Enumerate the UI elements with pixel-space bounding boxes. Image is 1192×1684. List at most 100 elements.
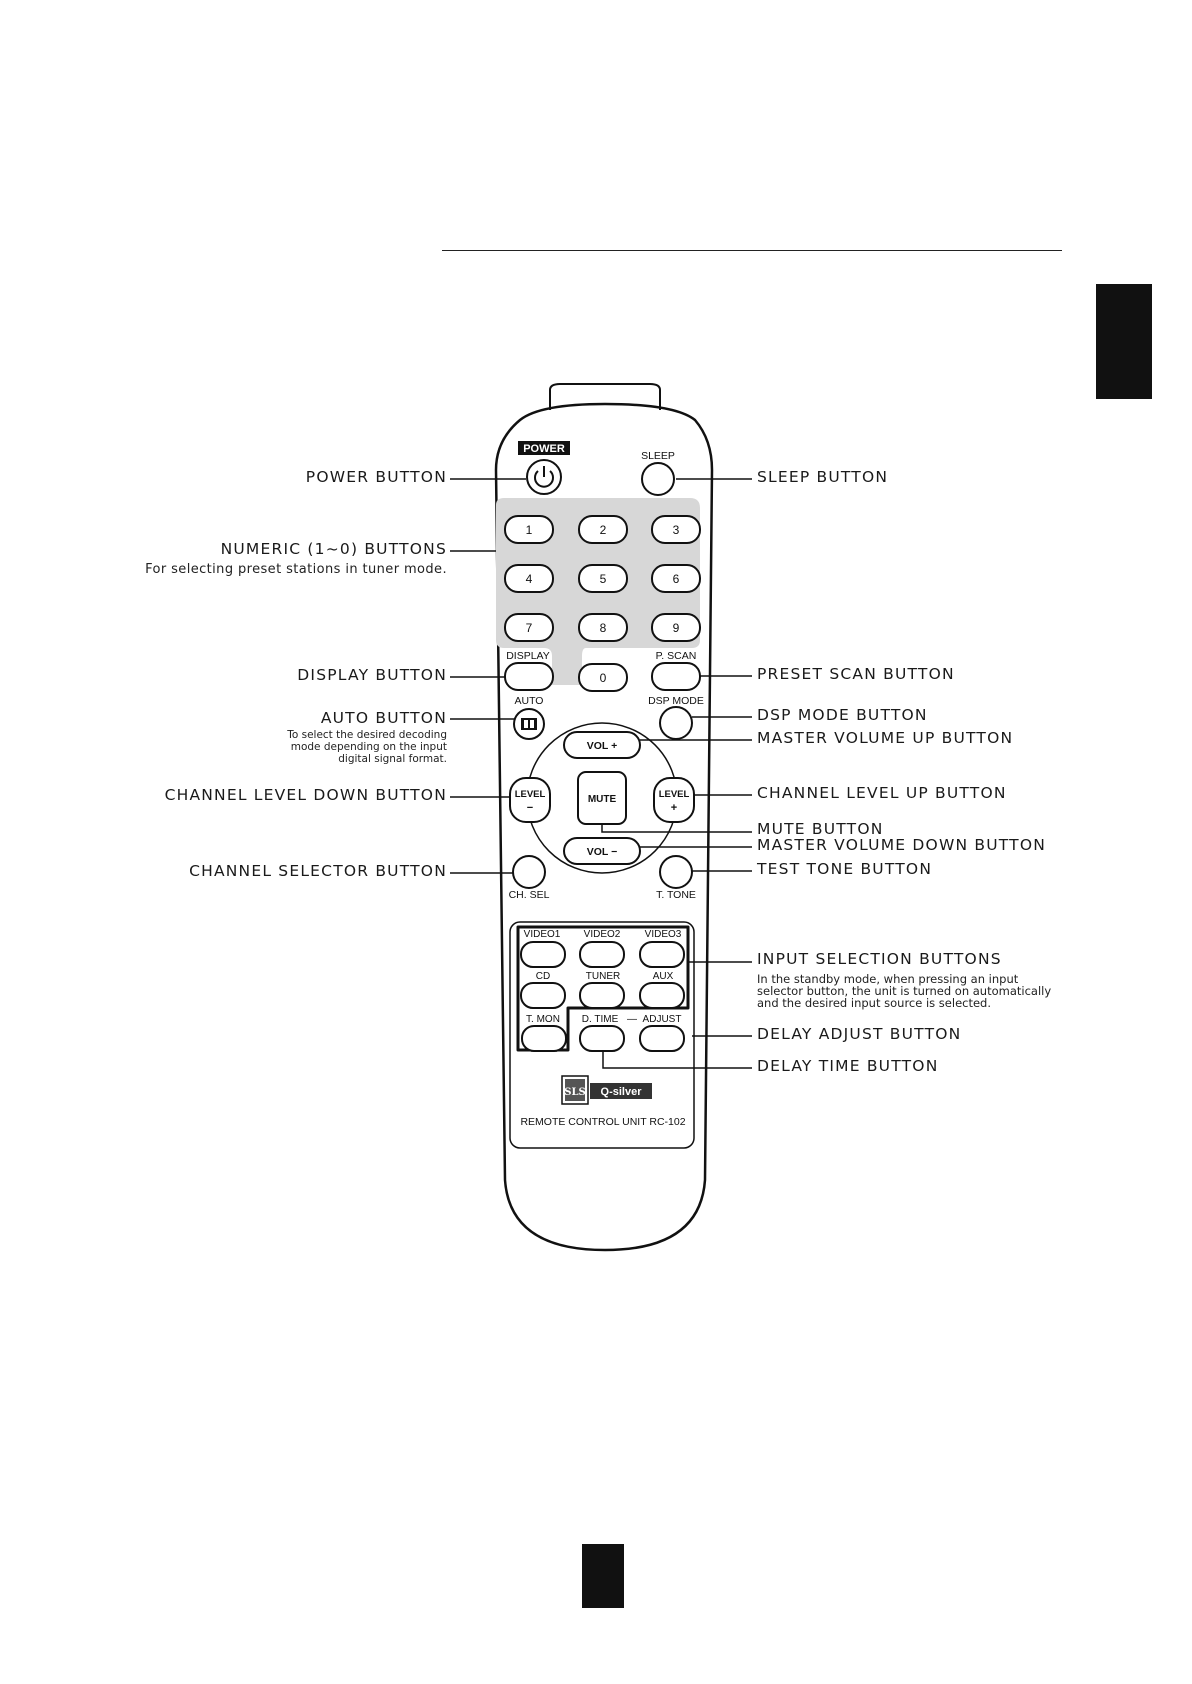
- sleep-label: SLEEP: [641, 450, 675, 462]
- mute-label: MUTE: [588, 794, 617, 805]
- vol-up-label: VOL +: [587, 740, 617, 752]
- label-input-selection: INPUT SELECTION BUTTONS: [757, 950, 1002, 968]
- dsp-mode-button[interactable]: [659, 706, 693, 740]
- number-label-6: 6: [673, 572, 680, 586]
- number-button-6[interactable]: [651, 564, 701, 593]
- number-button-9[interactable]: [651, 613, 701, 642]
- ch-sel-label: CH. SEL: [509, 889, 550, 901]
- label-numeric-sub: For selecting preset stations in tuner m…: [145, 562, 447, 577]
- label-ch-selector: CHANNEL SELECTOR BUTTON: [189, 862, 447, 880]
- number-button-0[interactable]: [578, 663, 628, 692]
- cd-label: CD: [536, 971, 550, 982]
- input-group-outline: [516, 925, 690, 1052]
- number-button-5[interactable]: [578, 564, 628, 593]
- header-rule: [442, 250, 1062, 251]
- label-dsp-mode: DSP MODE BUTTON: [757, 706, 928, 724]
- vol-down-button[interactable]: [563, 837, 641, 865]
- level-down-sign: −: [527, 802, 533, 814]
- d-time-dash: —: [627, 1014, 637, 1025]
- aux-label: AUX: [653, 971, 674, 982]
- label-input-sub-1: In the standby mode, when pressing an in…: [757, 972, 1019, 986]
- p-scan-button[interactable]: [651, 662, 701, 691]
- number-label-5: 5: [600, 572, 607, 586]
- dolby-icon: [521, 718, 537, 730]
- number-button-3[interactable]: [651, 515, 701, 544]
- level-up-sign: +: [671, 802, 677, 814]
- p-scan-label: P. SCAN: [656, 650, 697, 662]
- number-button-7[interactable]: [504, 613, 554, 642]
- video2-button[interactable]: [579, 941, 625, 968]
- adjust-label: ADJUST: [643, 1014, 682, 1025]
- t-mon-label: T. MON: [526, 1014, 560, 1025]
- leader-lines: [450, 478, 752, 1069]
- level-up-button[interactable]: [653, 777, 695, 823]
- model-name: REMOTE CONTROL UNIT RC-102: [520, 1116, 685, 1128]
- label-ch-level-down: CHANNEL LEVEL DOWN BUTTON: [164, 786, 447, 804]
- label-test-tone: TEST TONE BUTTON: [757, 860, 933, 878]
- label-numeric: NUMERIC (1~0) BUTTONS: [220, 540, 447, 558]
- level-up-label: LEVEL: [659, 789, 690, 800]
- power-badge: POWER: [523, 443, 565, 455]
- tuner-label: TUNER: [586, 971, 620, 982]
- page-number-block: [582, 1544, 624, 1608]
- label-master-vol-down: MASTER VOLUME DOWN BUTTON: [757, 836, 1047, 854]
- label-sleep: SLEEP BUTTON: [757, 468, 889, 486]
- number-button-2[interactable]: [578, 515, 628, 544]
- number-label-7: 7: [526, 621, 533, 635]
- number-button-1[interactable]: [504, 515, 554, 544]
- label-auto-sub-2: mode depending on the input: [290, 741, 447, 753]
- vol-up-button[interactable]: [563, 731, 641, 759]
- power-badge-bg: [518, 441, 570, 455]
- video3-button[interactable]: [639, 941, 685, 968]
- display-label: DISPLAY: [506, 650, 550, 662]
- brand-logo: SLS Q-silver: [561, 1075, 652, 1105]
- number-label-3: 3: [673, 523, 680, 537]
- t-tone-label: T. TONE: [656, 889, 696, 901]
- number-label-8: 8: [600, 621, 607, 635]
- label-display: DISPLAY BUTTON: [297, 666, 447, 684]
- label-power: POWER BUTTON: [305, 468, 447, 486]
- adjust-button[interactable]: [639, 1025, 685, 1052]
- aux-button[interactable]: [639, 982, 685, 1009]
- number-label-0: 0: [600, 671, 607, 685]
- level-down-label: LEVEL: [515, 789, 546, 800]
- label-delay-adjust: DELAY ADJUST BUTTON: [757, 1025, 962, 1043]
- d-time-label: D. TIME: [582, 1014, 619, 1025]
- cd-button[interactable]: [520, 982, 566, 1009]
- brand-logo-text-2: Q-silver: [601, 1086, 643, 1098]
- label-auto-sub-3: digital signal format.: [338, 753, 447, 765]
- label-master-vol-up: MASTER VOLUME UP BUTTON: [757, 729, 1014, 747]
- number-label-9: 9: [673, 621, 680, 635]
- number-label-2: 2: [600, 523, 607, 537]
- number-buttons: 1 2 3 4 5 6 7 8 9 0: [504, 515, 701, 692]
- t-mon-button[interactable]: [521, 1025, 567, 1052]
- dsp-mode-label: DSP MODE: [648, 695, 704, 707]
- brand-logo-text: SLS: [564, 1087, 585, 1098]
- sleep-button[interactable]: [641, 462, 675, 496]
- auto-label: AUTO: [515, 695, 544, 707]
- vol-down-label: VOL −: [587, 846, 617, 858]
- video2-label: VIDEO2: [584, 929, 621, 940]
- label-input-sub-2: selector button, the unit is turned on a…: [757, 984, 1052, 998]
- number-label-1: 1: [526, 523, 533, 537]
- label-auto-sub-1: To select the desired decoding: [287, 729, 447, 741]
- label-preset-scan: PRESET SCAN BUTTON: [757, 665, 955, 683]
- number-button-8[interactable]: [578, 613, 628, 642]
- t-tone-button[interactable]: [659, 855, 693, 889]
- display-button[interactable]: [504, 662, 554, 691]
- power-icon: [534, 466, 554, 488]
- ch-sel-button[interactable]: [512, 855, 546, 889]
- number-button-4[interactable]: [504, 564, 554, 593]
- label-delay-time: DELAY TIME BUTTON: [757, 1057, 939, 1075]
- label-auto: AUTO BUTTON: [320, 709, 447, 727]
- video1-label: VIDEO1: [524, 929, 561, 940]
- d-time-button[interactable]: [579, 1025, 625, 1052]
- number-label-4: 4: [526, 572, 533, 586]
- level-down-button[interactable]: [509, 777, 551, 823]
- video1-button[interactable]: [520, 941, 566, 968]
- section-tab: [1096, 284, 1152, 399]
- label-input-sub-3: and the desired input source is selected…: [757, 996, 992, 1010]
- tuner-button[interactable]: [579, 982, 625, 1009]
